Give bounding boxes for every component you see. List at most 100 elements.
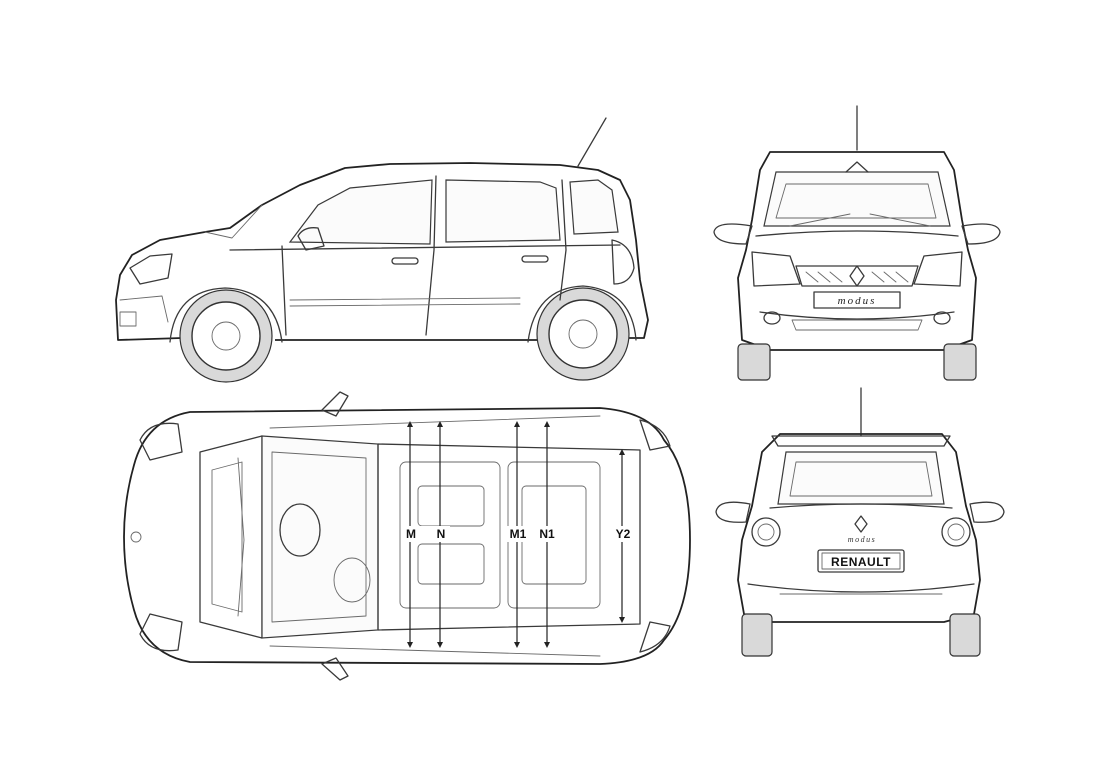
top-seat-left [417,485,485,527]
top-front-left-light [139,422,183,461]
top-front-seats [399,461,501,609]
rear-spoiler [771,435,951,447]
front-windshield-inner [775,183,937,219]
front-hood-line [755,230,959,237]
rear-plate-inner [821,552,901,570]
front-right-tire [943,343,977,381]
dim-label-bg-m1 [506,526,530,542]
dim-label-bg-m [402,526,436,542]
side-rear-hub [568,319,598,349]
side-door-split [425,175,437,336]
top-body-outline [123,407,691,665]
side-rear-rim [548,299,618,369]
side-taillight [611,239,635,285]
rear-diamond-logo [854,515,868,533]
top-front-right-light [139,613,183,652]
front-wipers [789,213,931,227]
side-view [115,117,649,383]
top-steering-wheel [279,503,321,557]
front-right-headlight [913,251,963,287]
rear-left-taillight [751,517,781,547]
top-windshield-inner [271,451,367,623]
rear-badge-text: modus [848,535,876,544]
top-left-sill [269,415,601,429]
dim-label-n1: N1 [539,527,555,541]
rear-right-tire [949,613,981,657]
front-right-mirror [961,223,1001,245]
top-right-mirror [321,657,349,681]
top-right-sill [269,645,601,657]
top-seat-right [417,543,485,585]
side-bumper-line [119,295,169,323]
side-body-outline [115,162,649,341]
top-roof [377,443,641,631]
side-mirror [297,227,325,251]
front-view: modus [713,105,1001,381]
front-grille [795,265,919,287]
side-front-rim [191,301,261,371]
top-hood-inner [211,461,243,613]
front-diamond-logo [849,265,865,287]
front-lower-intake [791,319,923,331]
rear-view: modus RENAULT [715,387,1005,657]
side-front-handle [391,257,419,265]
front-right-fog [933,311,951,325]
top-view [123,391,691,681]
side-headlight [129,253,173,285]
side-hood-line [204,204,263,239]
top-rear-right-light [639,621,671,653]
top-windshield [261,435,379,639]
side-quarter-window [569,179,619,235]
dim-label-n: N [437,527,446,541]
front-left-mirror [713,223,753,245]
front-left-tire [737,343,771,381]
side-rear-handle [521,255,549,263]
dim-label-m: M [406,527,416,541]
rear-right-taillight-inner [947,523,965,541]
side-foglight [119,311,137,327]
dim-label-m1: M1 [510,527,527,541]
side-moulding [289,297,521,301]
rear-bumper-line [747,583,975,593]
side-front-arch [169,287,283,343]
rear-right-taillight [941,517,971,547]
side-front-window [288,179,433,245]
rear-left-taillight-inner [757,523,775,541]
rear-window-inner [789,461,933,497]
side-front-hub [211,321,241,351]
front-grille-slats [805,271,909,283]
dim-label-bg-n1 [536,526,558,542]
side-rear-window [445,179,561,243]
top-rear-left-light [639,419,671,451]
rear-body-outline [737,433,981,623]
side-belt-line [229,244,621,251]
front-left-fog [763,311,781,325]
rear-right-mirror [969,501,1005,523]
front-plate [813,291,901,309]
side-rear-door-edge [559,179,567,301]
rear-plate [817,549,905,573]
top-left-mirror [321,391,349,417]
side-front-door-edge [281,245,287,336]
side-moulding-2 [289,303,521,307]
dimension-lines: M N M1 N1 Y2 [402,421,635,648]
front-windshield [763,171,951,227]
rear-left-mirror [715,501,751,523]
rear-tailgate-line [769,503,953,509]
front-bumper-line [759,311,955,320]
top-gear-console [333,557,371,603]
rear-plate-text: RENAULT [831,555,891,569]
front-plate-text: modus [838,295,877,307]
top-wipers [237,457,245,617]
rear-window [777,451,945,505]
side-rear-arch [527,285,637,343]
dim-label-y2: Y2 [616,527,631,541]
dim-label-bg-y2 [611,526,635,542]
front-cam-housing [845,161,869,173]
side-antenna [577,117,607,167]
dim-label-bg-n [434,526,450,542]
top-front-logo [130,531,142,543]
top-hood [199,435,263,639]
